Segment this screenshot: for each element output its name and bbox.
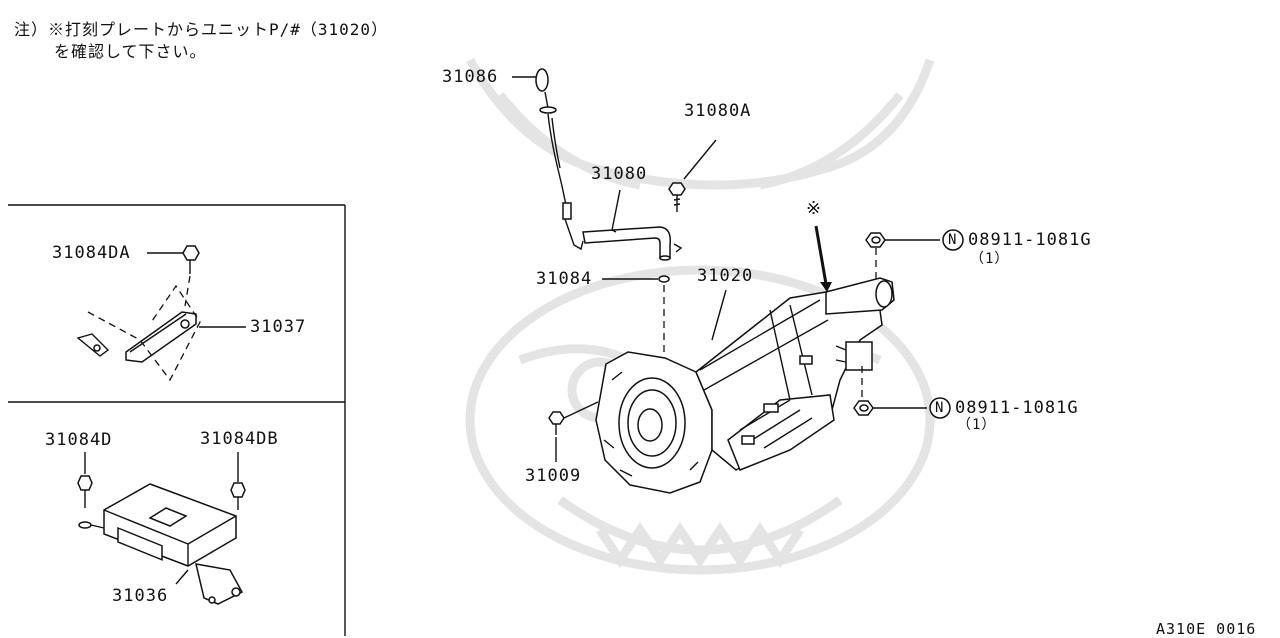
nut-upper-qty: （1） <box>970 251 1010 267</box>
label-31084DA: 31084DA <box>52 243 131 263</box>
label-31036: 31036 <box>112 586 169 606</box>
transmission-31020 <box>595 277 895 494</box>
control-unit-31036 <box>77 452 246 605</box>
o-ring-31084 <box>602 275 670 356</box>
nut-lower-part: 08911-1081G <box>955 398 1079 418</box>
label-31084D: 31084D <box>45 430 113 450</box>
label-31080: 31080 <box>591 164 648 184</box>
mark-arrow <box>814 225 832 292</box>
nut-lower <box>853 366 951 419</box>
diagram-code: A310E 0016 <box>1156 620 1257 638</box>
dipstick-31086 <box>512 68 584 251</box>
note-line-1: 注）※打刻プレートからユニットP/#（31020） <box>14 20 389 39</box>
label-31037: 31037 <box>250 317 307 337</box>
label-31084DB: 31084DB <box>200 429 279 449</box>
nut-upper <box>865 229 964 282</box>
panel-frames <box>8 204 346 636</box>
label-31020: 31020 <box>697 266 754 286</box>
bolt-31009 <box>548 401 599 462</box>
label-31080A: 31080A <box>684 101 752 121</box>
note-line-2: を確認して下さい。 <box>54 42 207 61</box>
label-31086: 31086 <box>442 67 499 87</box>
label-31009: 31009 <box>525 466 582 486</box>
nut-upper-part: 08911-1081G <box>968 230 1092 250</box>
mark-symbol: ※ <box>806 198 823 219</box>
nut-lower-qty: （1） <box>957 417 997 433</box>
nut-lower-symbol: N <box>935 400 945 416</box>
label-31084: 31084 <box>536 269 593 289</box>
bolt-31080A <box>668 139 717 212</box>
filler-tube-31080 <box>582 189 683 261</box>
nut-upper-symbol: N <box>948 232 958 248</box>
bracket-31037 <box>76 245 246 382</box>
